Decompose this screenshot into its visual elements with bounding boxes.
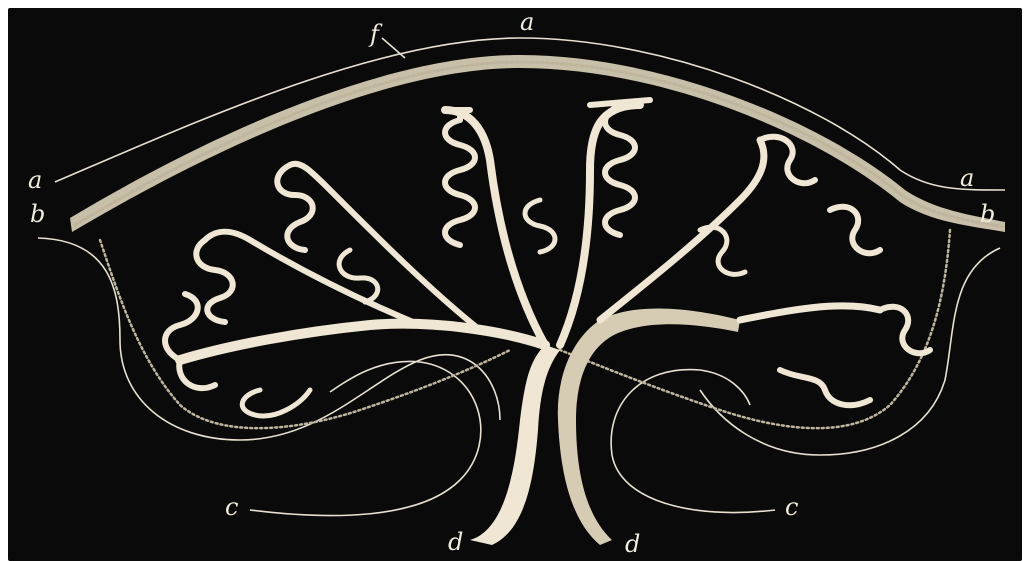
label-b-left: b	[30, 200, 45, 228]
left-cavity-line	[250, 361, 481, 515]
main-trunk-right	[558, 308, 740, 545]
main-trunk-left	[470, 345, 560, 545]
label-a-top: a	[520, 8, 534, 36]
right-cavity-line	[611, 370, 775, 513]
right-lobe-outline	[700, 248, 1000, 455]
label-b-right: b	[980, 200, 995, 228]
label-d-left: d	[448, 528, 463, 556]
label-a-right: a	[960, 164, 974, 192]
label-c-right: c	[785, 493, 798, 521]
label-a-left: a	[28, 166, 42, 194]
label-c-left: c	[225, 493, 238, 521]
label-f: f	[368, 20, 383, 48]
label-d-right: d	[625, 530, 640, 558]
